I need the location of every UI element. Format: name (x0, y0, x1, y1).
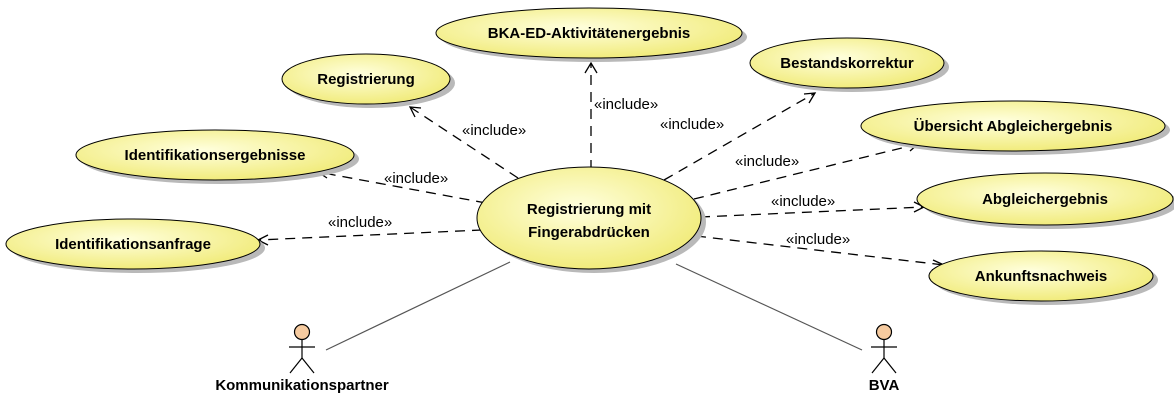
svg-text:BKA-ED-Aktivitätenergebnis: BKA-ED-Aktivitätenergebnis (488, 25, 691, 42)
use-case-ankunftsnachweis[interactable]: Ankunftsnachweis (928, 250, 1158, 305)
include-label: «include» (328, 214, 392, 231)
use-case-uebersicht-abgleichergebnis[interactable]: Übersicht Abgleichergebnis (860, 100, 1170, 155)
use-case-bka-ed-aktivitaetenergebnis[interactable]: BKA-ED-Aktivitätenergebnis (435, 7, 747, 62)
include-dependency-bestandskorrektur: «include» (660, 92, 817, 181)
include-dependency-registrierung: «include» (408, 106, 526, 179)
include-dependency-bka: «include» (584, 61, 658, 170)
actor-label: Kommunikationspartner (215, 377, 389, 394)
include-dependency-abgleichergebnis: «include» (699, 193, 926, 218)
include-label: «include» (660, 116, 724, 133)
svg-text:Registrierung mit: Registrierung mit (527, 201, 651, 218)
include-dependency-ankunftsnachweis: «include» (695, 231, 946, 271)
include-dependency-identifikationsergebnisse: «include» (316, 167, 487, 204)
include-label: «include» (384, 170, 448, 187)
use-case-abgleichergebnis[interactable]: Abgleichergebnis (916, 172, 1174, 229)
svg-text:Identifikationsanfrage: Identifikationsanfrage (55, 236, 211, 253)
include-label: «include» (786, 231, 850, 248)
include-label: «include» (771, 193, 835, 210)
svg-text:Identifikationsergebnisse: Identifikationsergebnisse (125, 147, 306, 164)
svg-text:Registrierung: Registrierung (317, 71, 415, 88)
actor-label: BVA (869, 377, 900, 394)
use-case-identifikationsanfrage[interactable]: Identifikationsanfrage (5, 218, 265, 273)
association-bva (675, 263, 863, 351)
association-kommunikationspartner (325, 261, 511, 351)
use-case-identifikationsergebnisse[interactable]: Identifikationsergebnisse (75, 129, 359, 184)
use-case-registrierung-mit-fingerabdruecken[interactable]: Registrierung mit Fingerabdrücken (476, 166, 706, 273)
actor-kommunikationspartner[interactable]: Kommunikationspartner (215, 323, 389, 395)
svg-text:Abgleichergebnis: Abgleichergebnis (982, 191, 1108, 208)
svg-text:Bestandskorrektur: Bestandskorrektur (780, 55, 914, 72)
include-label: «include» (594, 96, 658, 113)
actor-bva[interactable]: BVA (869, 323, 900, 395)
include-label: «include» (462, 122, 526, 139)
include-label: «include» (735, 153, 799, 170)
use-case-bestandskorrektur[interactable]: Bestandskorrektur (749, 37, 949, 92)
svg-text:Fingerabdrücken: Fingerabdrücken (528, 224, 650, 241)
include-dependency-identifikationsanfrage: «include» (256, 214, 483, 246)
actor-icon (871, 323, 897, 374)
svg-text:Übersicht Abgleichergebnis: Übersicht Abgleichergebnis (914, 118, 1113, 135)
include-dependency-uebersicht: «include» (693, 140, 920, 200)
actor-icon (289, 323, 315, 374)
svg-text:Ankunftsnachweis: Ankunftsnachweis (975, 268, 1108, 285)
use-case-registrierung[interactable]: Registrierung (281, 53, 455, 108)
